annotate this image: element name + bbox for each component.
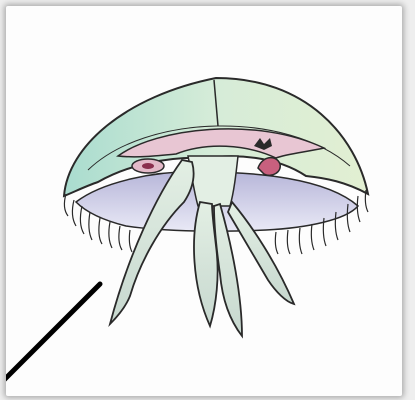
jellyfish-illustration xyxy=(6,6,402,396)
manubrium xyxy=(188,156,238,206)
figure-card xyxy=(6,6,402,396)
gonad-left xyxy=(132,159,164,173)
pointer-line xyxy=(6,284,100,384)
